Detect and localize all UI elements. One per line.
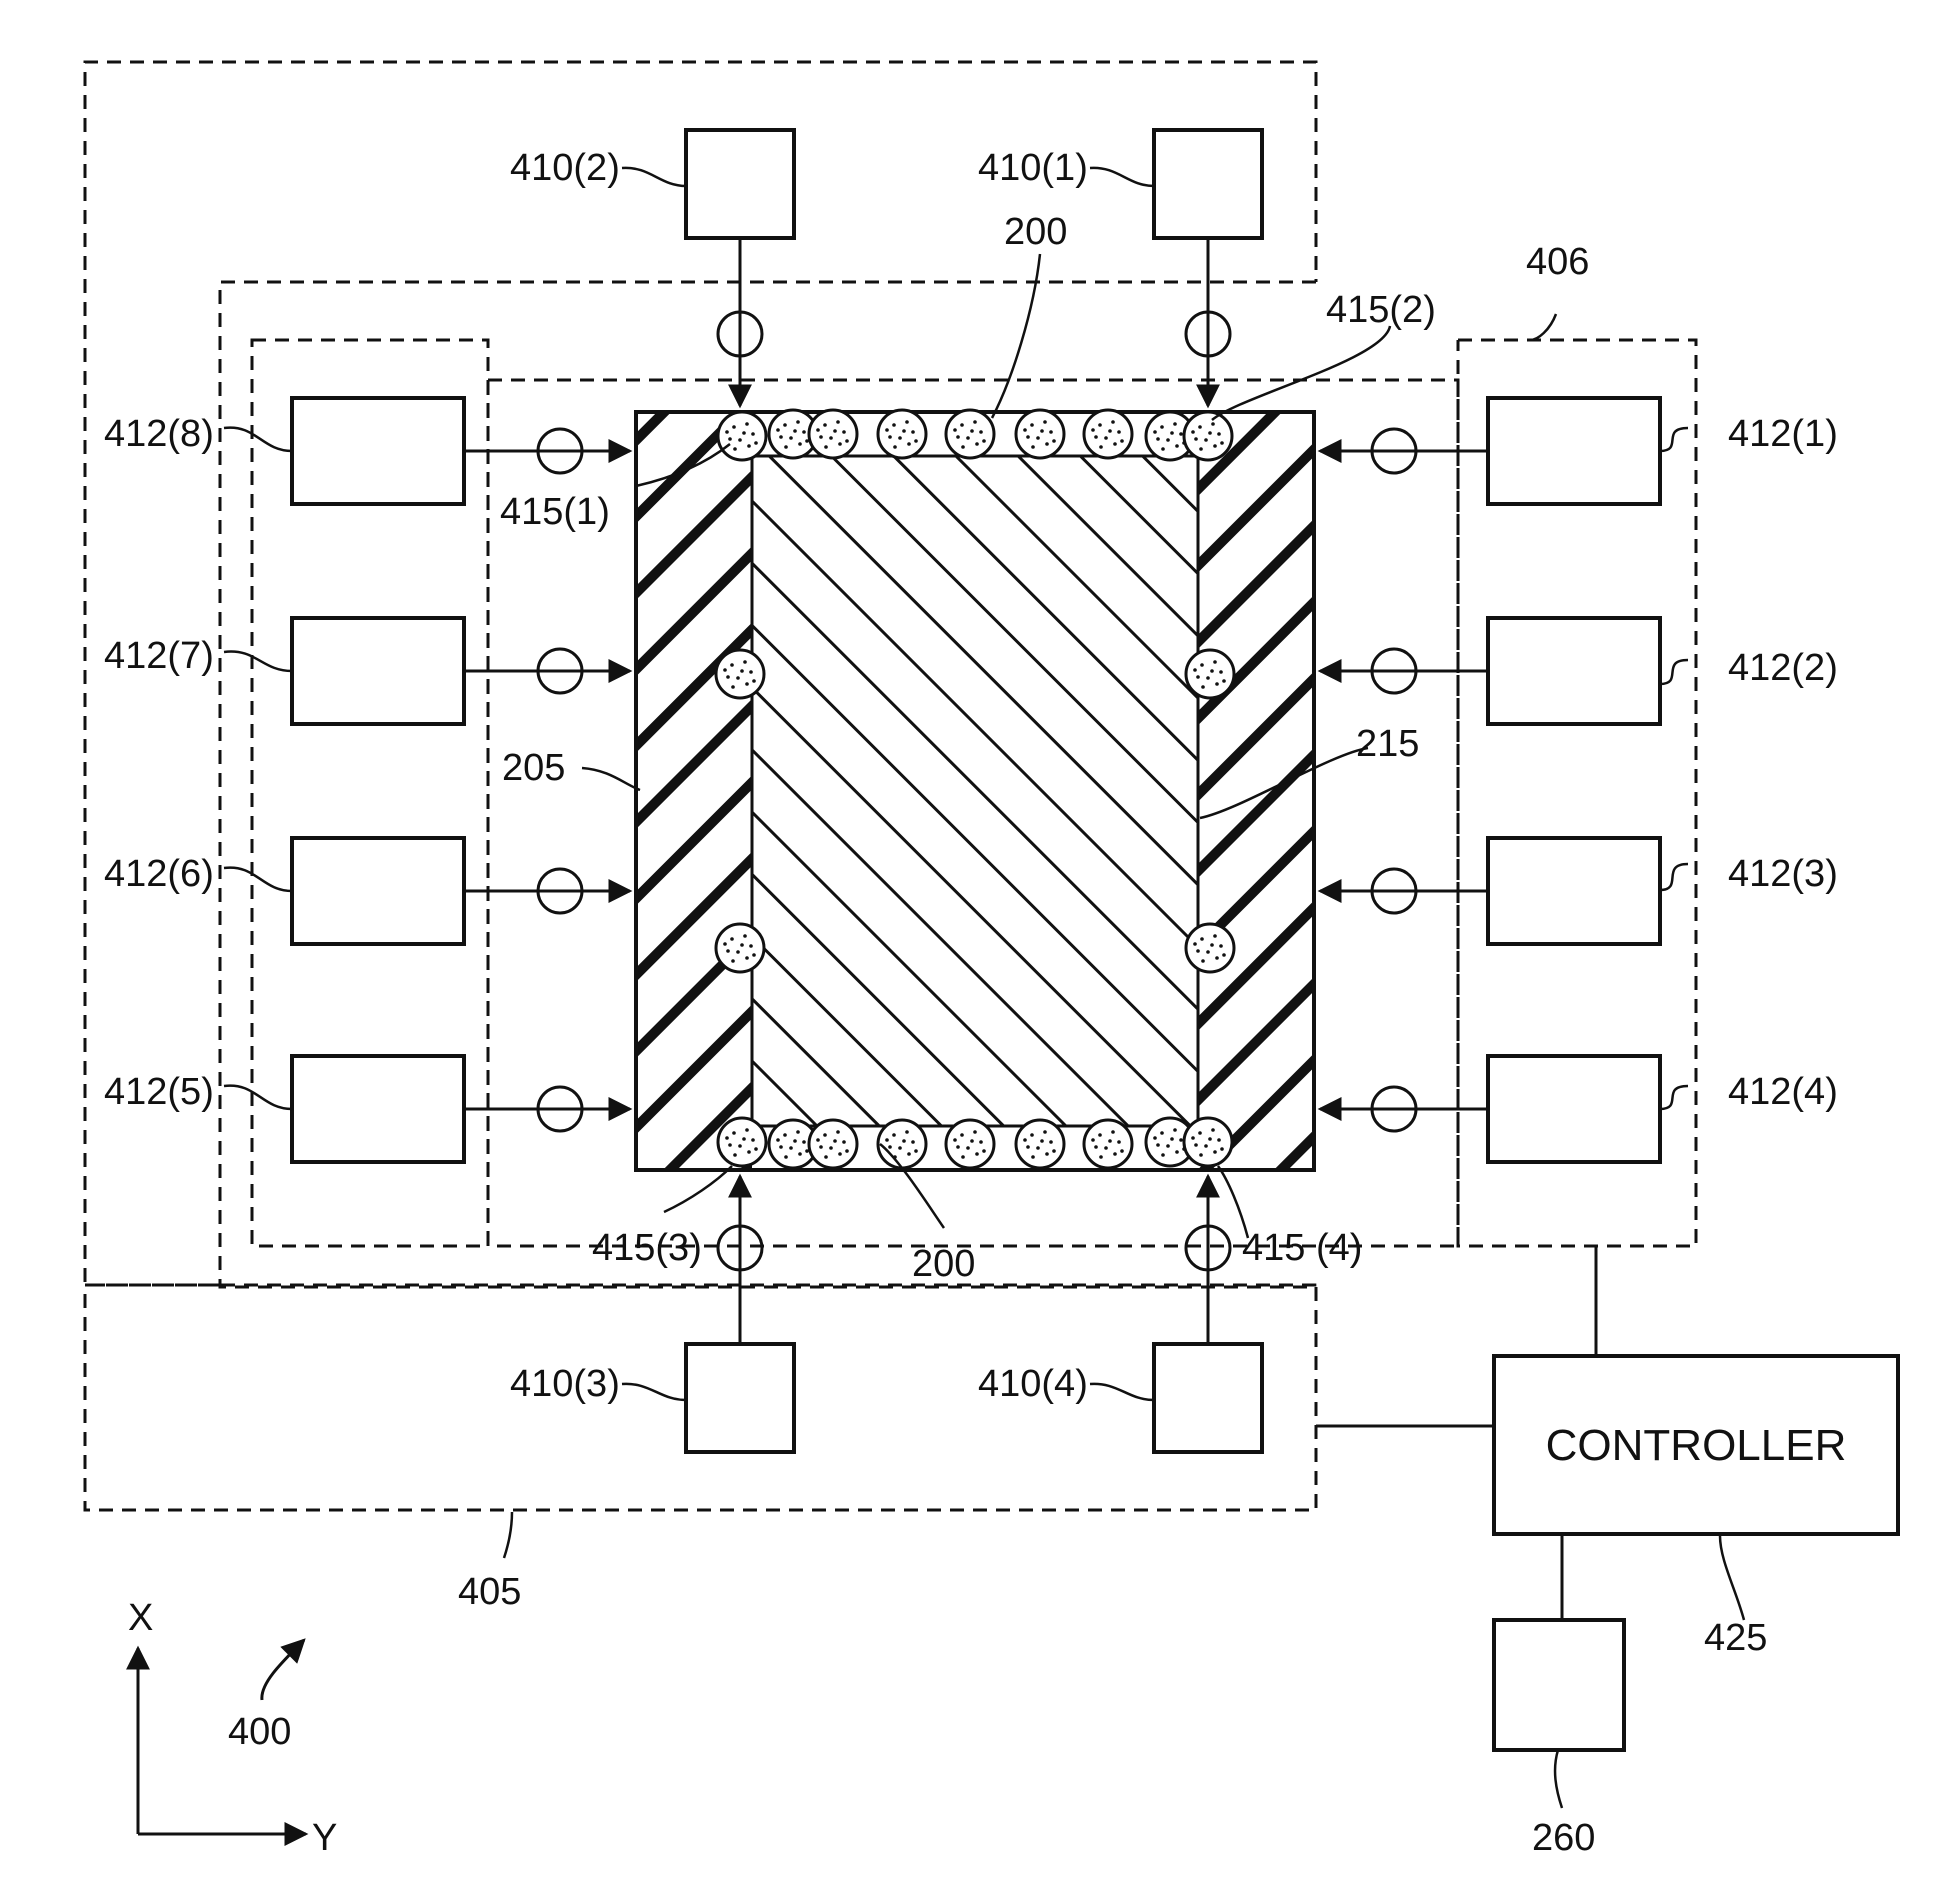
box-412-4 [1488, 1056, 1660, 1162]
label-412-2: 412(2) [1728, 647, 1838, 689]
box-412-8 [292, 398, 464, 504]
controller-label: CONTROLLER [1546, 1421, 1847, 1470]
label-200-top: 200 [1004, 211, 1067, 253]
label-412-7: 412(7) [104, 635, 214, 677]
axis-y-label: Y [312, 1817, 337, 1859]
label-260: 260 [1532, 1817, 1595, 1859]
label-205: 205 [502, 747, 565, 789]
box-412-1 [1488, 398, 1660, 504]
box-410-2 [686, 130, 794, 238]
label-215: 215 [1356, 723, 1419, 765]
label-412-1: 412(1) [1728, 413, 1838, 455]
pointer-arrow-400 [262, 1640, 304, 1700]
label-415-4: 415 (4) [1242, 1227, 1362, 1269]
label-410-3: 410(3) [510, 1363, 620, 1405]
label-410-2: 410(2) [510, 147, 620, 189]
box-260 [1494, 1620, 1624, 1750]
label-412-4: 412(4) [1728, 1071, 1838, 1113]
label-400: 400 [228, 1711, 291, 1753]
box-412-2 [1488, 618, 1660, 724]
label-415-3: 415(3) [592, 1227, 702, 1269]
box-412-7 [292, 618, 464, 724]
label-200-bottom: 200 [912, 1243, 975, 1285]
label-410-1: 410(1) [978, 147, 1088, 189]
box-412-6 [292, 838, 464, 944]
label-405: 405 [458, 1571, 521, 1613]
bead-row-top [718, 410, 1232, 460]
label-415-2: 415(2) [1326, 289, 1436, 331]
label-412-6: 412(6) [104, 853, 214, 895]
box-412-5 [292, 1056, 464, 1162]
box-412-3 [1488, 838, 1660, 944]
axis-x-label: X [128, 1597, 153, 1639]
box-410-4 [1154, 1344, 1262, 1452]
label-412-3: 412(3) [1728, 853, 1838, 895]
label-412-5: 412(5) [104, 1071, 214, 1113]
label-412-8: 412(8) [104, 413, 214, 455]
label-406: 406 [1526, 241, 1589, 283]
bead-row-bottom [718, 1118, 1232, 1168]
label-410-4: 410(4) [978, 1363, 1088, 1405]
box-410-1 [1154, 130, 1262, 238]
box-410-3 [686, 1344, 794, 1452]
label-415-1: 415(1) [500, 491, 610, 533]
wafer-assembly [636, 412, 1314, 1170]
label-425: 425 [1704, 1617, 1767, 1659]
